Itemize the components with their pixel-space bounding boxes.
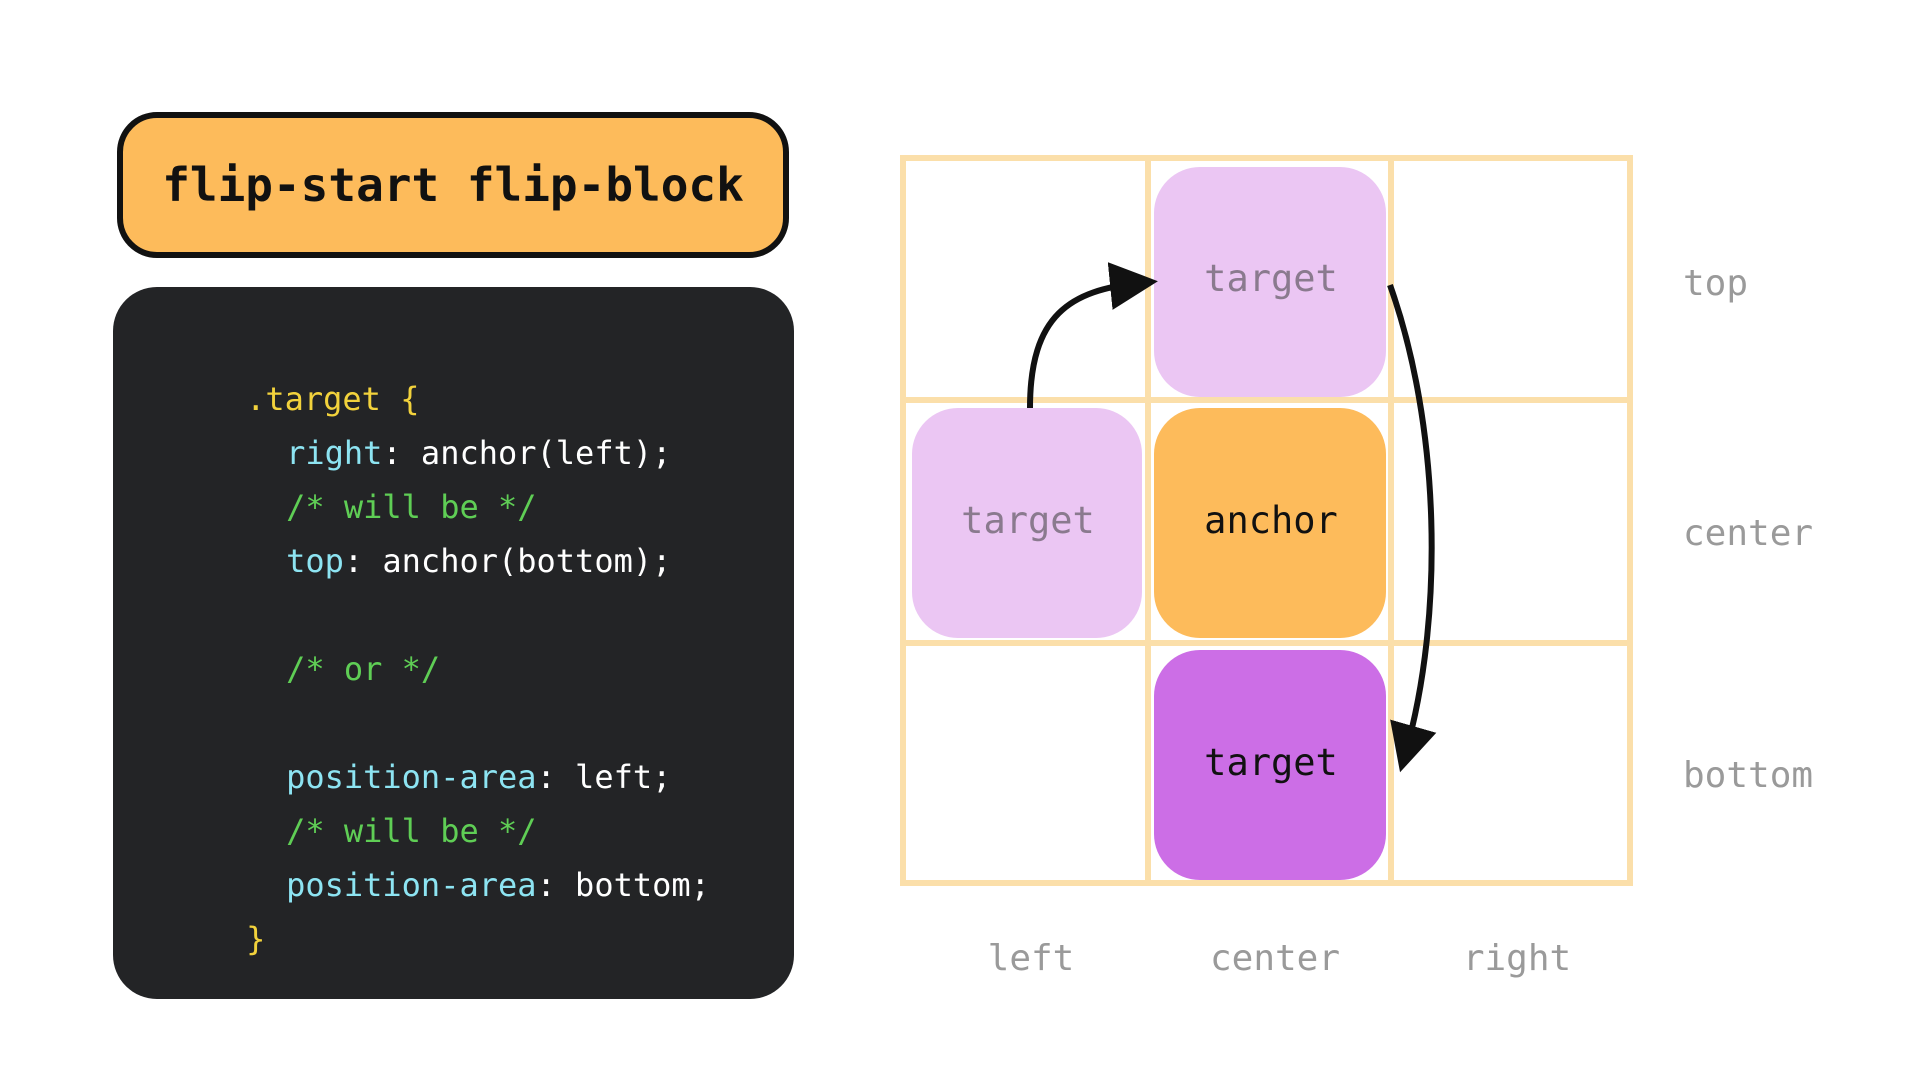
code-token: right (286, 434, 383, 472)
code-token: position-area (286, 866, 537, 904)
col-label-left: left (987, 938, 1075, 979)
code-line-right: right: anchor(left); (169, 393, 671, 513)
code-line-position-area: position-area: bottom; (169, 825, 710, 945)
row-label-top: top (1683, 263, 1749, 304)
target-label-top: target (1204, 257, 1338, 300)
code-token: /* or */ (286, 650, 441, 688)
code-token: } (246, 920, 266, 958)
code-line-comment: /* or */ (169, 609, 440, 729)
code-token: : anchor(left); (382, 434, 672, 472)
anchor-label: anchor (1204, 499, 1338, 542)
flip-inline-arrow (1387, 283, 1437, 773)
code-token: : left; (536, 758, 672, 796)
target-label-left: target (961, 499, 1095, 542)
code-token: .target { (246, 380, 420, 418)
code-token: /* will be */ (286, 488, 537, 526)
code-line-selector-open: .target { (169, 339, 419, 459)
anchor-box (1154, 408, 1386, 638)
title-pill: flip-start flip-block (117, 112, 789, 258)
code-line-top: top: anchor(bottom); (169, 501, 671, 621)
target-label-bottom: target (1204, 741, 1338, 784)
code-panel: .target { right: anchor(left); /* will b… (113, 287, 794, 999)
code-token: position-area (286, 758, 537, 796)
code-token: : anchor(bottom); (343, 542, 672, 580)
code-line-selector-close: } (169, 879, 265, 999)
code-token: : bottom; (536, 866, 710, 904)
title-text: flip-start flip-block (162, 158, 744, 212)
code-token: /* will be */ (286, 812, 537, 850)
target-box-left (912, 408, 1142, 638)
code-line-comment: /* will be */ (169, 771, 537, 891)
target-box-top (1154, 167, 1386, 397)
code-line-comment: /* will be */ (169, 447, 537, 567)
flip-block-arrow (1027, 262, 1158, 409)
col-label-right: right (1462, 938, 1572, 979)
position-grid (900, 155, 1633, 886)
row-label-bottom: bottom (1683, 755, 1814, 796)
code-line-position-area: position-area: left; (169, 717, 671, 837)
col-label-center: center (1209, 938, 1341, 979)
row-label-center: center (1683, 513, 1814, 554)
target-box-bottom (1154, 650, 1386, 880)
code-token: top (286, 542, 344, 580)
